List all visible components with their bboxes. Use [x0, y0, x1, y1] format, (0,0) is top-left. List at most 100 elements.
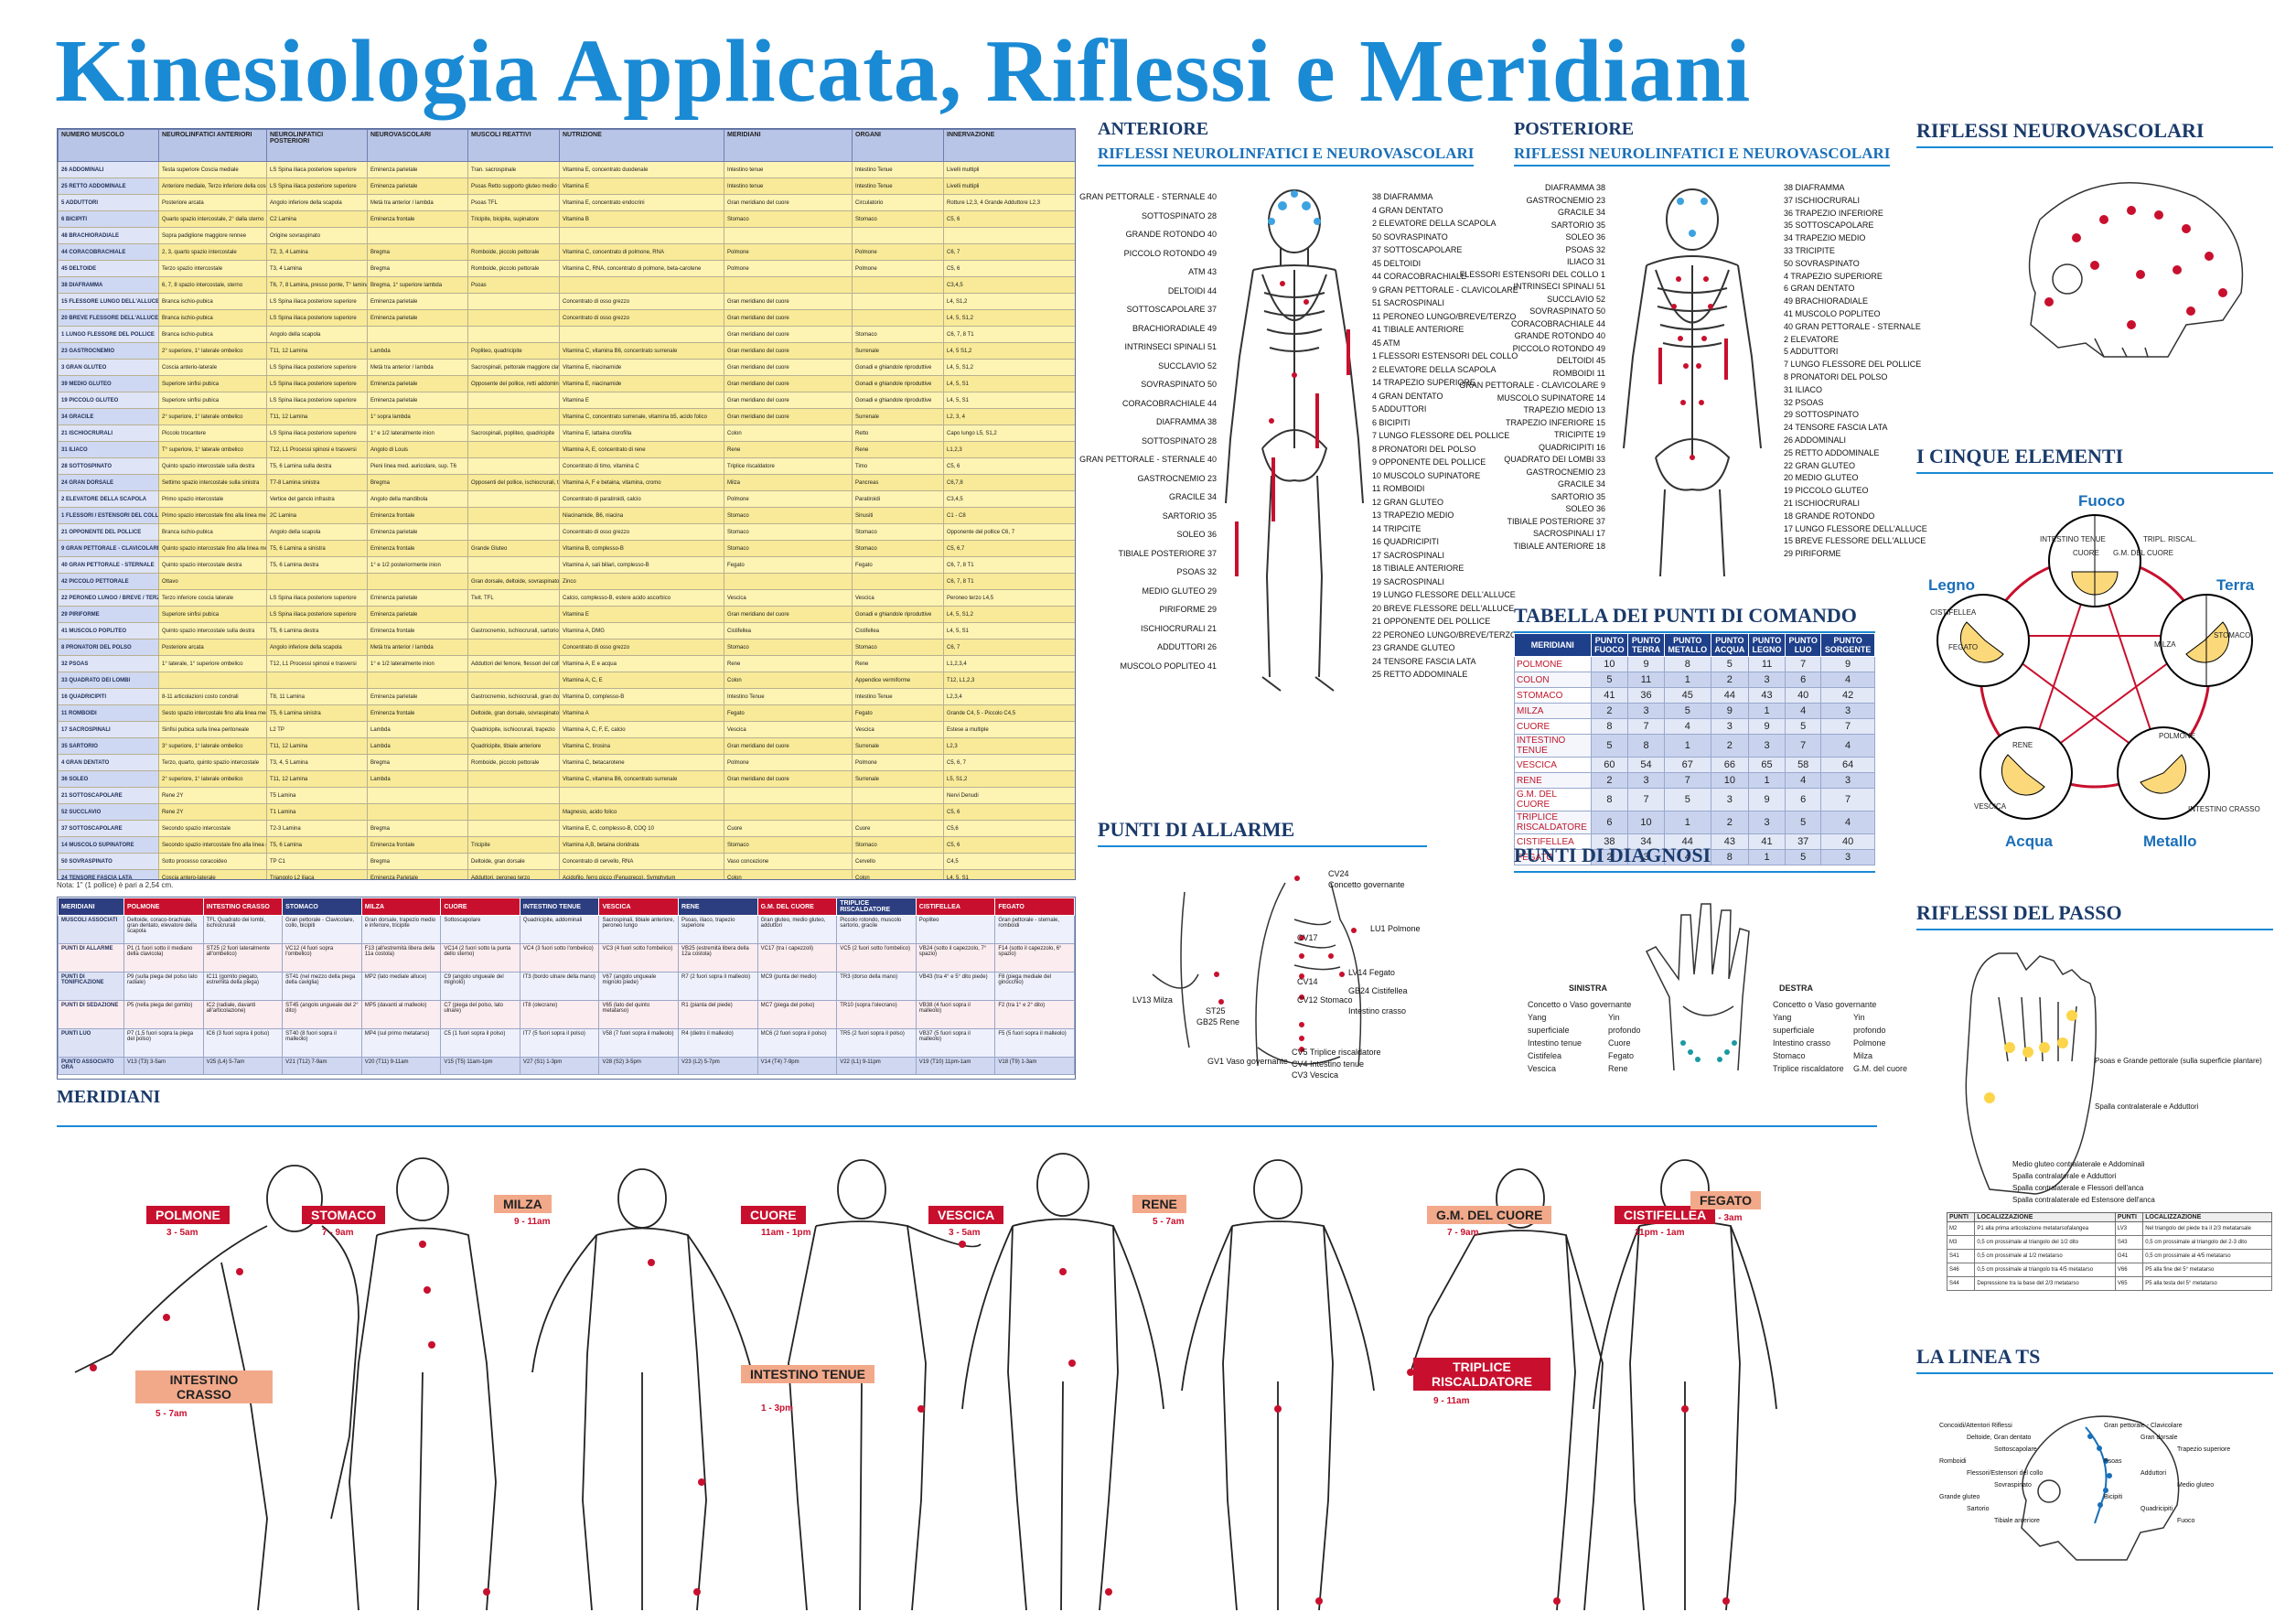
table-cell: Depressione tra la base del 2/3 metatars… — [1974, 1276, 2116, 1291]
table-cell: T12, L1,2,3 — [943, 672, 1075, 689]
ts-label: Fuoco — [2177, 1518, 2195, 1524]
table-cell: Tricipite — [467, 836, 560, 854]
table-cell: C5, 6 — [943, 836, 1075, 854]
anterior-skeleton — [1225, 189, 1364, 692]
reflex-label: 41 TIBIALE ANTERIORE — [1372, 325, 1465, 334]
table-cell: C7 (piega del polso, lato ulnare) — [440, 1000, 520, 1029]
reflex-label: SOTTOSPINATO 28 — [1141, 210, 1217, 220]
diagnosis-right: DESTRA — [1779, 983, 1814, 993]
gait-label: Spalla contralaterale e Flessori dell'an… — [2012, 1184, 2144, 1192]
table-cell: T5, 6 Lamina — [266, 836, 368, 854]
table-cell: T3, 4, 5 Lamina — [266, 754, 368, 771]
table-cell — [266, 672, 368, 689]
reflex-label: 23 GRANDE GLUTEO — [1372, 643, 1455, 652]
reflex-label: MUSCOLO POPLITEO 41 — [1120, 661, 1217, 671]
diagnosis-label: Milza — [1853, 1051, 1873, 1060]
table-cell: 2 ELEVATORE DELLA SCAPOLA — [58, 490, 159, 508]
table-cell: Colon — [852, 869, 944, 879]
table-cell: Eminenza parietale — [367, 688, 468, 705]
table-cell: Colon — [724, 672, 853, 689]
table-cell — [852, 803, 944, 821]
table-cell: Sinusiti — [852, 507, 944, 524]
table-cell: 0,5 cm prossimale al 4/5 metatarso — [2142, 1249, 2272, 1263]
reflex-label: GASTROCNEMIO 23 — [1526, 467, 1605, 477]
table-cell — [559, 276, 724, 294]
table-cell — [367, 227, 468, 244]
table-cell: VC17 (tra i capezzoli) — [756, 943, 838, 973]
table-cell: Lambda — [367, 721, 468, 738]
diagnosis-label: Yin — [1853, 1013, 1865, 1022]
table-cell: 2° superiore, 1° laterale ombelico — [158, 408, 267, 425]
table-cell — [852, 309, 944, 327]
table-cell: L2 TP — [266, 721, 368, 738]
command-table-header: PUNTO METALLO — [1663, 633, 1711, 657]
table-cell: Eminenza parietale — [367, 523, 468, 541]
posterior-skeleton — [1623, 188, 1762, 576]
table-cell: Stomaco — [724, 210, 853, 228]
table-cell: L2, 3, 4 — [943, 408, 1075, 425]
table-cell: 10 — [1710, 772, 1749, 789]
table-cell: C5, 6 — [943, 260, 1075, 277]
reflex-label: 4 TRAPEZIO SUPERIORE — [1784, 271, 1883, 281]
muscle-table-header: MERIDIANI — [724, 129, 853, 162]
reflex-label: 22 PERONEO LUNGO/BREVE/TERZO — [1372, 629, 1518, 640]
table-cell: 4 — [1820, 734, 1875, 758]
table-cell: Rene — [852, 441, 944, 458]
table-cell: Gran pettorale - sternale, romboidi — [994, 915, 1075, 944]
table-cell: 1 — [1663, 672, 1711, 688]
table-cell: Intestino Tenue — [852, 177, 944, 195]
table-cell: Niacinamide, B6, niacina — [559, 507, 724, 524]
table-cell: Bregma, 1° superiore lambda — [367, 276, 468, 294]
table-cell: LS Spina iliaca posteriore superiore — [266, 392, 368, 409]
table-cell: Stomaco — [852, 639, 944, 656]
table-cell: 9 — [1627, 656, 1665, 672]
table-cell: VC3 (4 fuori sotto l'ombelico) — [598, 943, 680, 973]
table-cell: 3 — [1747, 811, 1786, 834]
table-cell: P5 (nella piega del gomito) — [123, 1000, 204, 1029]
table-cell: Rene — [724, 655, 853, 672]
table-cell: L4, 5, S1 — [943, 392, 1075, 409]
table-cell: 3 — [1710, 788, 1749, 812]
table-cell: 35 SARTORIO — [58, 737, 159, 755]
table-cell: Vescica — [852, 721, 944, 738]
reflex-label: 5 ADDUTTORI — [1784, 347, 1839, 357]
table-cell: 38 DIAFRAMMA — [58, 276, 159, 294]
meridian-time: 9 - 11am — [1433, 1396, 1470, 1406]
table-cell: RENE — [1514, 772, 1592, 789]
table-cell: Vitamina A — [559, 704, 724, 722]
alarm-point-label: GV1 Vaso governante — [1207, 1057, 1288, 1066]
table-cell: L4, 5, S1,2 — [943, 606, 1075, 623]
diagnosis-label: Yang — [1528, 1013, 1547, 1022]
reflex-label: GRAN PETTORALE - CLAVICOLARE 9 — [1459, 381, 1605, 390]
table-cell: 9 — [1747, 788, 1786, 812]
alarm-point-label: GB24 Cistifellea — [1348, 986, 1408, 995]
ts-label: Flessori/Estensori del collo — [1967, 1470, 2044, 1477]
table-cell: Concentrato di cervello, RNA — [559, 853, 724, 870]
table-cell: Stomaco — [724, 540, 853, 557]
table-cell: LS Spina iliaca posteriore superiore — [266, 375, 368, 392]
table-cell: PUNTO ASSOCIATO ORA — [58, 1057, 124, 1075]
meridian-tag: FEGATO — [1690, 1191, 1762, 1209]
table-cell: Livelli multipli — [943, 177, 1075, 195]
command-table-header: PUNTO LEGNO — [1747, 633, 1786, 657]
table-cell: Magnesio, acido folico — [559, 803, 724, 821]
meridian-table-header: FEGATO — [994, 897, 1075, 916]
table-cell: 15 FLESSORE LUNGO DELL'ALLUCE — [58, 293, 159, 310]
table-cell: Opponente del pollice C6, 7 — [943, 523, 1075, 541]
table-cell: Surrenale — [852, 737, 944, 755]
table-cell: 1 — [1663, 734, 1711, 758]
muscle-table-header: NUTRIZIONE — [559, 129, 724, 162]
table-cell: LS Spina iliaca posteriore superiore — [266, 161, 368, 178]
table-cell: Intestino Tenue — [852, 161, 944, 178]
element-organ: CUORE — [2073, 549, 2099, 557]
table-cell: 3 — [1710, 718, 1749, 735]
table-cell: C1 - C8 — [943, 507, 1075, 524]
table-cell: Vitamina A, sali biliari, complesso-B — [559, 556, 724, 574]
table-cell: 44 — [1663, 833, 1711, 850]
table-cell: 7 — [1785, 734, 1822, 758]
